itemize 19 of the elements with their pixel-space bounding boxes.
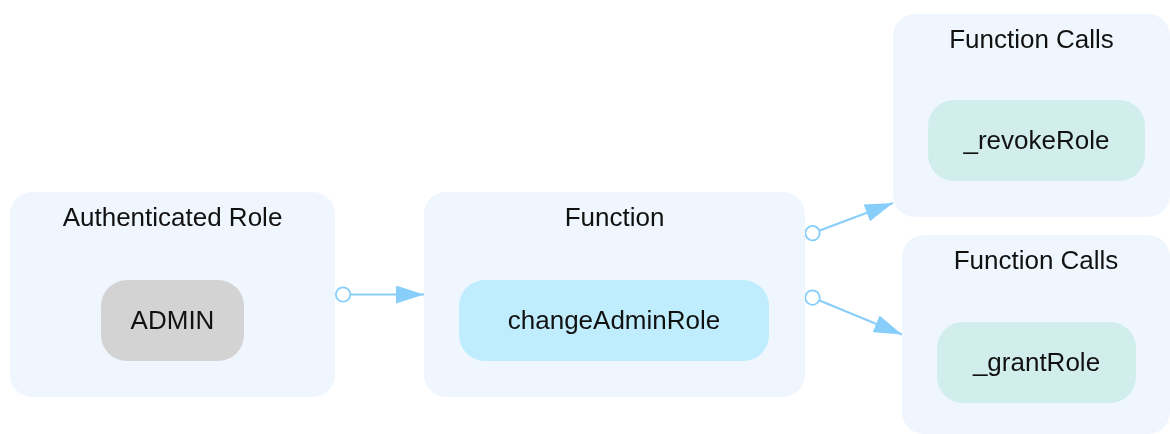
node-label: _grantRole (972, 347, 1101, 378)
group-panel (902, 235, 1170, 434)
node-label: changeAdminRole (507, 305, 721, 336)
process-box (937, 322, 1136, 403)
group-title: Authenticated Role (61, 202, 284, 233)
arrow (334, 285, 425, 304)
process-box (928, 100, 1145, 181)
node-label: ADMIN (130, 305, 215, 336)
group-title: Function Calls (948, 24, 1115, 55)
group-panel (10, 192, 335, 397)
group-panel (893, 14, 1170, 217)
process-box (459, 280, 769, 361)
node-label: _revokeRole (963, 125, 1110, 156)
group-panel (424, 192, 805, 397)
group-title: Function (563, 202, 666, 233)
group-title: Function Calls (952, 245, 1120, 276)
arrow (804, 289, 903, 336)
arrow (804, 202, 894, 242)
process-box (101, 280, 244, 361)
